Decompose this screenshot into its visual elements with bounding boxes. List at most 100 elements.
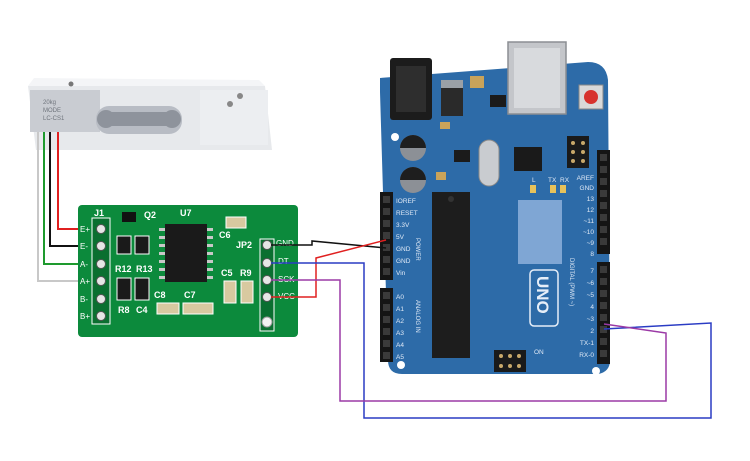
pin-a-plus[interactable] bbox=[96, 276, 106, 286]
digital-pin-10: ~10 bbox=[583, 229, 594, 236]
pin-label-dt: DT bbox=[278, 257, 289, 266]
pin-label-e-plus: E+ bbox=[80, 225, 90, 234]
label-r9: R9 bbox=[240, 268, 252, 278]
digital-pin-5: ~5 bbox=[587, 292, 595, 299]
label-j1: J1 bbox=[94, 208, 104, 218]
power-pin-vin: Vin bbox=[396, 270, 406, 277]
pin-label-a-minus: A- bbox=[80, 260, 88, 269]
digital-pin-aref: AREF bbox=[577, 175, 594, 182]
wire-red-vcc bbox=[271, 239, 387, 298]
digital-pin-rx0: RX-0 bbox=[579, 352, 594, 359]
pin-label-gnd: GND bbox=[276, 239, 294, 248]
wire-blue-dt bbox=[271, 262, 712, 419]
board-label-area bbox=[518, 200, 562, 264]
power-pin-5v: 5V bbox=[396, 234, 405, 241]
signal-wires bbox=[271, 239, 712, 419]
analog-pin-a2: A2 bbox=[396, 318, 404, 325]
label-r8: R8 bbox=[118, 305, 130, 315]
pin-b-minus[interactable] bbox=[96, 294, 106, 304]
label-u7: U7 bbox=[180, 208, 192, 218]
digital-pin-13: 13 bbox=[587, 196, 595, 203]
mount-hole bbox=[261, 316, 273, 328]
digital-header-top bbox=[597, 150, 610, 254]
pin-e-plus[interactable] bbox=[96, 224, 106, 234]
analog-pin-a4: A4 bbox=[396, 342, 404, 349]
power-pin-3v3: 3.3V bbox=[396, 222, 410, 229]
label-c6: C6 bbox=[219, 230, 231, 240]
power-pin-gnd-1: GND bbox=[396, 246, 411, 253]
pin-label-e-minus: E- bbox=[80, 242, 88, 251]
digital-pin-11: ~11 bbox=[583, 218, 594, 225]
analog-header bbox=[380, 288, 393, 362]
resistor-r8-block bbox=[116, 277, 132, 301]
label-jp2: JP2 bbox=[236, 240, 252, 250]
label-c4: C4 bbox=[136, 305, 148, 315]
digital-pin-12: 12 bbox=[587, 207, 595, 214]
voltage-regulator bbox=[441, 88, 463, 116]
digital-pin-gnd: GND bbox=[580, 185, 595, 192]
digital-pin-2: 2 bbox=[590, 328, 594, 335]
usb-chip bbox=[514, 147, 542, 171]
label-r12: R12 bbox=[115, 264, 132, 274]
pin-a-minus[interactable] bbox=[96, 259, 106, 269]
uno-logo-text: UNO bbox=[533, 276, 552, 314]
load-cell-engraving-3: LC-CS1 bbox=[43, 116, 65, 122]
digital-pin-9: ~9 bbox=[587, 240, 595, 247]
load-cell-engraving-1: 20kg bbox=[43, 100, 56, 106]
pin-gnd[interactable] bbox=[262, 240, 272, 250]
analog-pin-a3: A3 bbox=[396, 330, 404, 337]
load-cell-engraving-2: MODE bbox=[43, 108, 61, 114]
arduino-uno-board: L TX RX UNO ON bbox=[380, 41, 610, 375]
reset-button-cap[interactable] bbox=[584, 90, 598, 104]
capacitor-c7 bbox=[182, 302, 214, 315]
resistor-c4-block bbox=[134, 277, 150, 301]
label-c8: C8 bbox=[154, 290, 166, 300]
hx711-left-pins bbox=[96, 224, 106, 321]
label-r13: R13 bbox=[136, 264, 153, 274]
analog-title: ANALOG IN bbox=[414, 300, 420, 333]
capacitor-c8 bbox=[156, 302, 180, 315]
pin-vcc[interactable] bbox=[262, 292, 272, 302]
transistor-q2 bbox=[122, 212, 136, 222]
digital-pin-tx1: TX-1 bbox=[580, 340, 594, 347]
power-pin-ioref: IOREF bbox=[396, 198, 416, 205]
icsp-header-bottom bbox=[494, 350, 526, 372]
led-label-l: L bbox=[532, 177, 536, 184]
analog-pin-a5: A5 bbox=[396, 354, 404, 361]
load-cell: 20kg MODE LC-CS1 bbox=[28, 78, 272, 150]
pin-dt[interactable] bbox=[262, 258, 272, 268]
component-left-2 bbox=[134, 235, 150, 255]
digital-pin-7: 7 bbox=[590, 268, 594, 275]
power-title: POWER bbox=[414, 238, 420, 261]
pin-label-b-plus: B+ bbox=[80, 312, 90, 321]
digital-pin-6: ~6 bbox=[587, 280, 595, 287]
chip-u7 bbox=[159, 224, 213, 282]
pin-label-b-minus: B- bbox=[80, 295, 88, 304]
analog-pin-a1: A1 bbox=[396, 306, 404, 313]
led-label-rx: RX bbox=[560, 177, 570, 184]
component-left-1 bbox=[116, 235, 132, 255]
pin-sck[interactable] bbox=[262, 275, 272, 285]
hx711-module: J1 E+ E- A- A+ B- B+ Q2 U7 bbox=[78, 205, 298, 337]
analog-pin-a0: A0 bbox=[396, 294, 404, 301]
resistor-r9 bbox=[240, 280, 254, 304]
digital-pin-3: ~3 bbox=[587, 316, 595, 323]
digital-title: DIGITAL (PWM ~) bbox=[568, 258, 574, 306]
pin-b-plus[interactable] bbox=[96, 311, 106, 321]
atmega-chip bbox=[432, 192, 470, 358]
wire-black-gnd bbox=[271, 240, 387, 249]
power-header bbox=[380, 192, 393, 280]
hx711-right-pins bbox=[261, 240, 273, 328]
crystal bbox=[478, 139, 500, 187]
led-label-tx: TX bbox=[548, 177, 557, 184]
wire-purple-sck bbox=[271, 279, 667, 402]
pin-e-minus[interactable] bbox=[96, 241, 106, 251]
power-pin-gnd-2: GND bbox=[396, 258, 411, 265]
digital-pin-8: 8 bbox=[590, 251, 594, 258]
digital-header-bottom bbox=[597, 262, 610, 364]
digital-pin-4: 4 bbox=[590, 304, 594, 311]
pin-label-a-plus: A+ bbox=[80, 277, 90, 286]
label-c5: C5 bbox=[221, 268, 233, 278]
capacitor-c6 bbox=[225, 216, 247, 229]
